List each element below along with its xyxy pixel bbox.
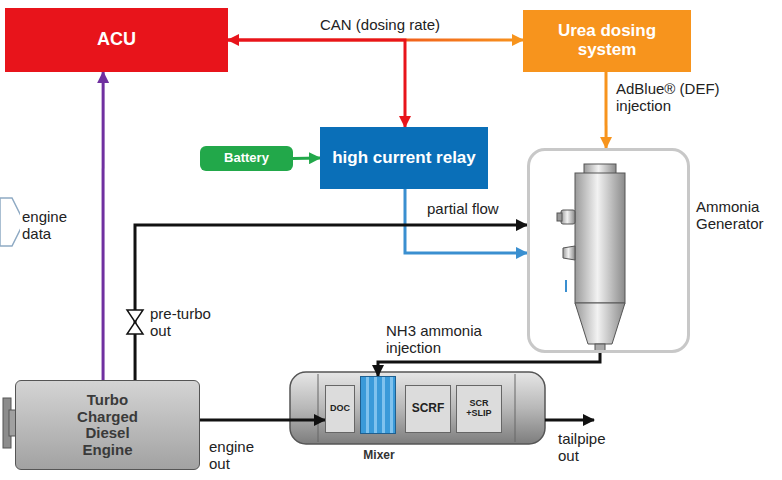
node-label: Turbo Charged Diesel Engine (66, 392, 150, 458)
connector (604, 72, 607, 148)
node-label: Mixer (355, 449, 403, 462)
mixer-section: Mixer (360, 376, 396, 434)
connector-label: AdBlue® (DEF) injection (614, 80, 730, 115)
aftertreatment-housing (290, 372, 545, 444)
node-label: Battery (224, 151, 269, 165)
connector (293, 157, 320, 161)
generator-frame: Ammonia Generator (527, 148, 690, 353)
connector (135, 225, 527, 380)
valve-symbol (127, 310, 143, 334)
node-label: DOC (330, 404, 350, 414)
outlet-label: tailpipe out (556, 430, 620, 465)
controller-box: ACU (5, 8, 228, 72)
housing-seam (515, 374, 516, 442)
connector (200, 418, 325, 421)
connector-label: CAN (dosing rate) (318, 16, 442, 33)
connector-label: engine data (20, 208, 96, 243)
tailpipe-arrow (545, 419, 594, 422)
connector (102, 72, 105, 380)
connector-label: partial flow (425, 200, 501, 217)
node-label: SCRF (412, 402, 445, 415)
doc-section: DOC (325, 385, 355, 433)
scr-section: SCR +SLIP (456, 385, 502, 433)
engine-block: Turbo Charged Diesel Engine (15, 380, 200, 470)
node-label: ACU (97, 30, 136, 50)
ammonia-generator-device (557, 164, 625, 352)
valve-label: pre-turbo out (148, 305, 227, 340)
connector-label: NH3 ammonia injection (384, 322, 516, 357)
housing-seam (318, 374, 319, 442)
relay-box: high current relay (320, 127, 488, 189)
battery-box: Battery (200, 146, 293, 171)
node-label: Ammonia Generator (696, 199, 782, 232)
connector (405, 189, 527, 253)
scrf-section: SCRF (405, 385, 451, 433)
dosing-box: Urea dosing system (523, 10, 691, 72)
node-label: Urea dosing system (532, 22, 682, 59)
connector-label: engine out (207, 438, 266, 473)
node-label: SCR +SLIP (459, 399, 499, 419)
node-label: high current relay (329, 149, 479, 168)
connector (228, 40, 405, 127)
